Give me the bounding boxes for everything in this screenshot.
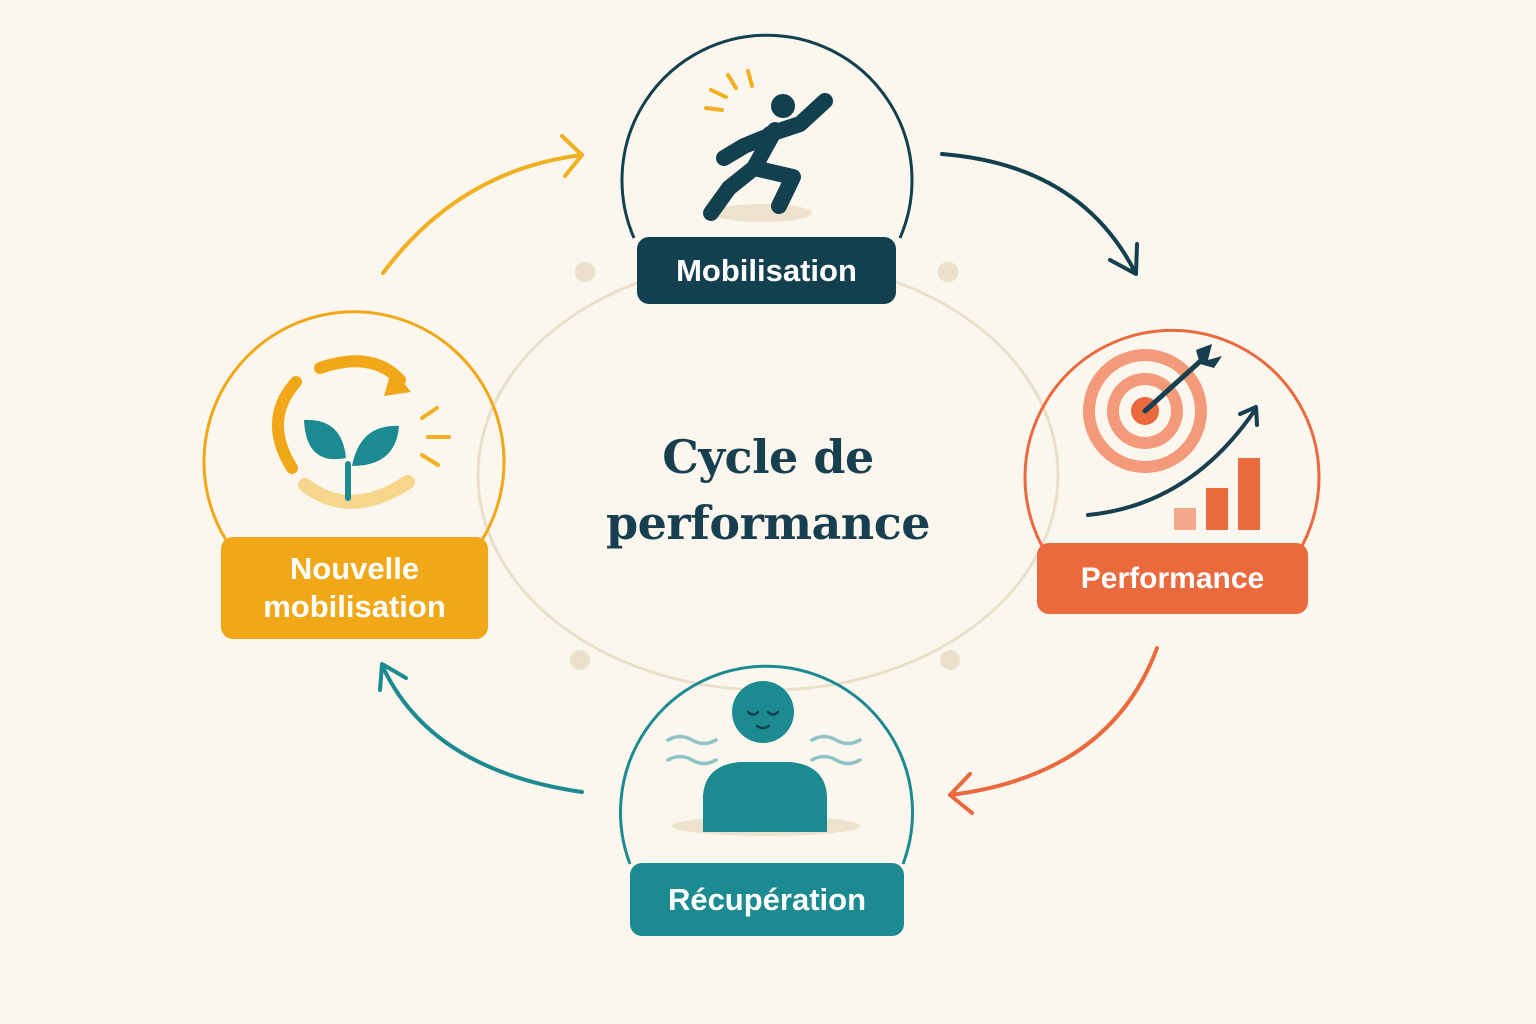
stage-label-recuperation: Récupération bbox=[630, 863, 904, 936]
stage-label-mobilisation: Mobilisation bbox=[637, 237, 896, 304]
nouvelle-mobilisation-circle bbox=[202, 310, 506, 541]
arrow-mobilisation-to-performance bbox=[940, 152, 1139, 276]
diagram-title: Cycle de performance bbox=[605, 430, 931, 550]
performance-circle bbox=[1023, 328, 1321, 547]
ring-dot bbox=[575, 262, 595, 282]
target-growth-icon bbox=[1083, 344, 1260, 530]
mobilisation-circle bbox=[620, 33, 914, 239]
recuperation-circle bbox=[619, 664, 914, 865]
arrow-recuperation-to-nouvelle bbox=[378, 662, 584, 794]
sprout-renewal-icon bbox=[271, 355, 451, 509]
arrow-performance-to-recuperation bbox=[948, 646, 1159, 815]
arrow-nouvelle-to-mobilisation bbox=[381, 134, 584, 275]
resting-person-icon bbox=[666, 681, 862, 836]
ring-dot bbox=[570, 650, 590, 670]
ring-dot bbox=[940, 650, 960, 670]
ring-dot bbox=[938, 262, 958, 282]
stage-label-performance: Performance bbox=[1037, 543, 1308, 614]
running-person-icon bbox=[703, 69, 833, 222]
stage-label-nouvelle-mobilisation: Nouvelle mobilisation bbox=[221, 537, 488, 639]
